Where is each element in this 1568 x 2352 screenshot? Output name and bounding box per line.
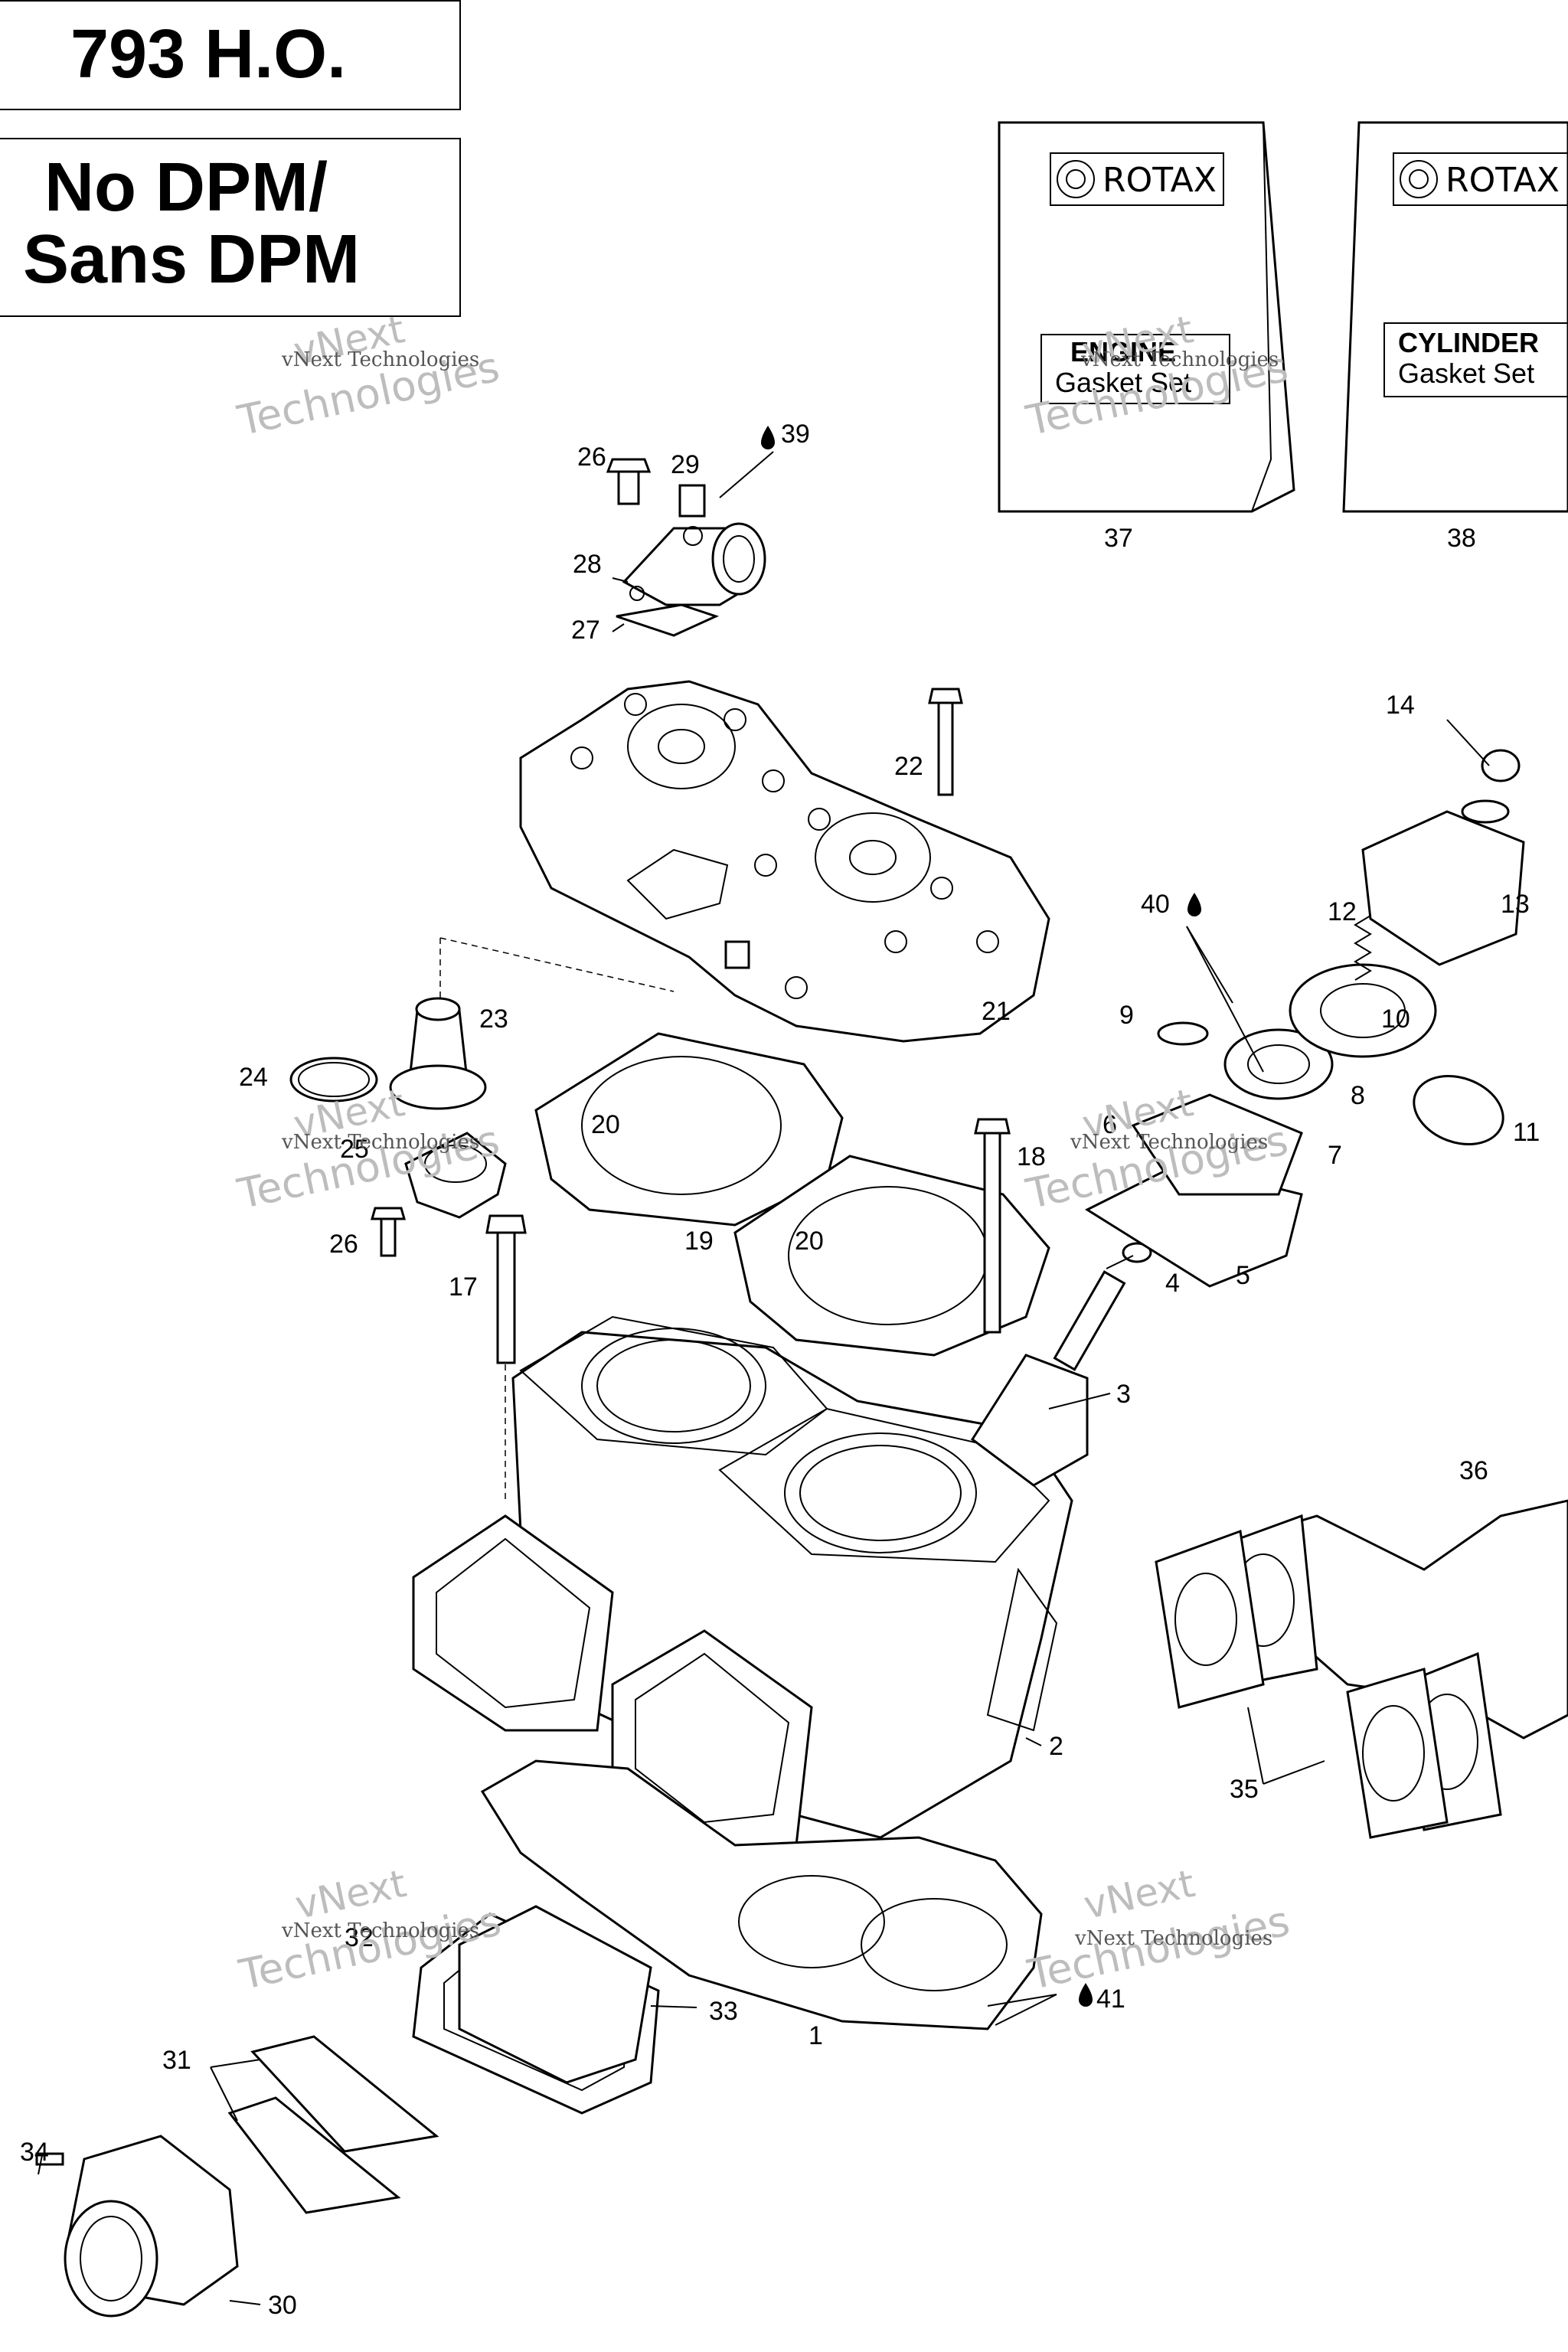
callout-33: 33 — [709, 1997, 738, 2026]
watermark-3-small: vNext Technologies — [281, 1131, 479, 1154]
oil-drop-icon — [1187, 893, 1201, 916]
callout-29: 29 — [671, 450, 700, 479]
callout-32: 32 — [345, 1923, 374, 1952]
cylinder-gasket-kit: ROTAX CYLINDER Gasket Set — [1342, 121, 1568, 513]
callout-6: 6 — [1102, 1110, 1117, 1139]
rave-valve-assembly — [970, 749, 1525, 1487]
callout-35: 35 — [1230, 1775, 1259, 1804]
callout-31: 31 — [162, 2046, 191, 2075]
dpm-title-box: No DPM/ Sans DPM — [0, 138, 461, 317]
watermark-4-small: vNext Technologies — [1070, 1131, 1268, 1154]
callout-12: 12 — [1328, 897, 1357, 926]
dpm-title-line1: No DPM/ — [44, 149, 328, 226]
callout-9: 9 — [1119, 1001, 1134, 1030]
callout-30: 30 — [268, 2291, 297, 2320]
callout-26-bottom: 26 — [329, 1230, 358, 1259]
callout-37: 37 — [1104, 524, 1133, 553]
callout-11: 11 — [1513, 1118, 1540, 1147]
callout-41: 41 — [1096, 1984, 1125, 2014]
callout-8: 8 — [1351, 1081, 1365, 1110]
callout-23: 23 — [479, 1004, 508, 1034]
callout-20-lower: 20 — [795, 1227, 824, 1256]
callout-22: 22 — [894, 752, 923, 781]
cylinder-kit-brand: ROTAX — [1446, 161, 1560, 200]
watermark-2-small: vNext Technologies — [1080, 348, 1279, 371]
oil-drop-icon — [761, 426, 775, 449]
exhaust-gasket — [1155, 1529, 1449, 1839]
callout-21: 21 — [982, 997, 1011, 1026]
water-outlet-assembly — [606, 458, 766, 637]
cylinder-bolt-18 — [974, 1118, 1011, 1334]
engine-kit-subtitle: Gasket Set — [1055, 367, 1191, 398]
reed-valve-left — [412, 1514, 614, 1732]
callout-39: 39 — [781, 420, 810, 449]
engine-gasket-kit: ROTAX ENGINE Gasket Set — [998, 121, 1295, 513]
callout-28: 28 — [573, 550, 602, 579]
callout-4: 4 — [1165, 1269, 1180, 1298]
callout-27: 27 — [571, 616, 600, 645]
thermostat-assembly — [289, 997, 507, 1257]
watermark-6-small: vNext Technologies — [1074, 1927, 1272, 1950]
watermark-1-small: vNext Technologies — [281, 348, 479, 371]
cylinder-bolt-17 — [485, 1214, 527, 1364]
model-title: 793 H.O. — [70, 16, 347, 93]
oil-drop-icon — [1079, 1983, 1093, 2007]
callout-3: 3 — [1116, 1380, 1131, 1409]
head-gasket-2 — [733, 1155, 1050, 1357]
cylinder-kit-subtitle: Gasket Set — [1398, 358, 1534, 389]
callout-2: 2 — [1049, 1732, 1063, 1761]
callout-14: 14 — [1386, 691, 1415, 720]
reed-block-gasket — [458, 1905, 652, 2084]
callout-25: 25 — [340, 1135, 369, 1164]
model-title-box: 793 H.O. — [0, 0, 461, 110]
callout-17: 17 — [449, 1272, 478, 1302]
callout-18: 18 — [1017, 1142, 1046, 1171]
callout-34: 34 — [20, 2138, 49, 2167]
callout-7: 7 — [1328, 1141, 1342, 1170]
callout-24: 24 — [239, 1063, 268, 1092]
callout-13: 13 — [1501, 890, 1530, 919]
callout-20-upper: 20 — [591, 1110, 620, 1139]
watermark-5-small: vNext Technologies — [281, 1919, 479, 1942]
reed-valve-right — [611, 1629, 813, 1847]
callout-40: 40 — [1141, 890, 1170, 919]
head-bolt — [928, 688, 963, 796]
cylinder-head — [519, 680, 1050, 1043]
callout-19: 19 — [684, 1227, 714, 1256]
callout-1: 1 — [808, 2021, 823, 2050]
callout-5: 5 — [1236, 1261, 1250, 1290]
leader-lines — [38, 451, 1490, 2305]
dpm-title-line2: Sans DPM — [23, 221, 361, 298]
callout-10: 10 — [1381, 1004, 1410, 1034]
engine-kit-title: ENGINE — [1070, 336, 1176, 368]
callout-26-top: 26 — [577, 443, 606, 472]
callout-numbers: 1 2 3 4 5 6 7 8 9 10 11 12 13 14 17 18 1… — [20, 420, 1540, 2320]
reed-petals — [227, 2035, 439, 2214]
callout-36: 36 — [1459, 1456, 1488, 1485]
cylinder-kit-title: CYLINDER — [1398, 327, 1539, 358]
callout-38: 38 — [1447, 524, 1476, 553]
carburetor-flange — [35, 2135, 239, 2318]
cylinder-base-gasket — [480, 1759, 1043, 2030]
watermark-6: vNext Technologies — [1023, 1861, 1293, 1999]
engine-kit-brand: ROTAX — [1102, 161, 1217, 200]
